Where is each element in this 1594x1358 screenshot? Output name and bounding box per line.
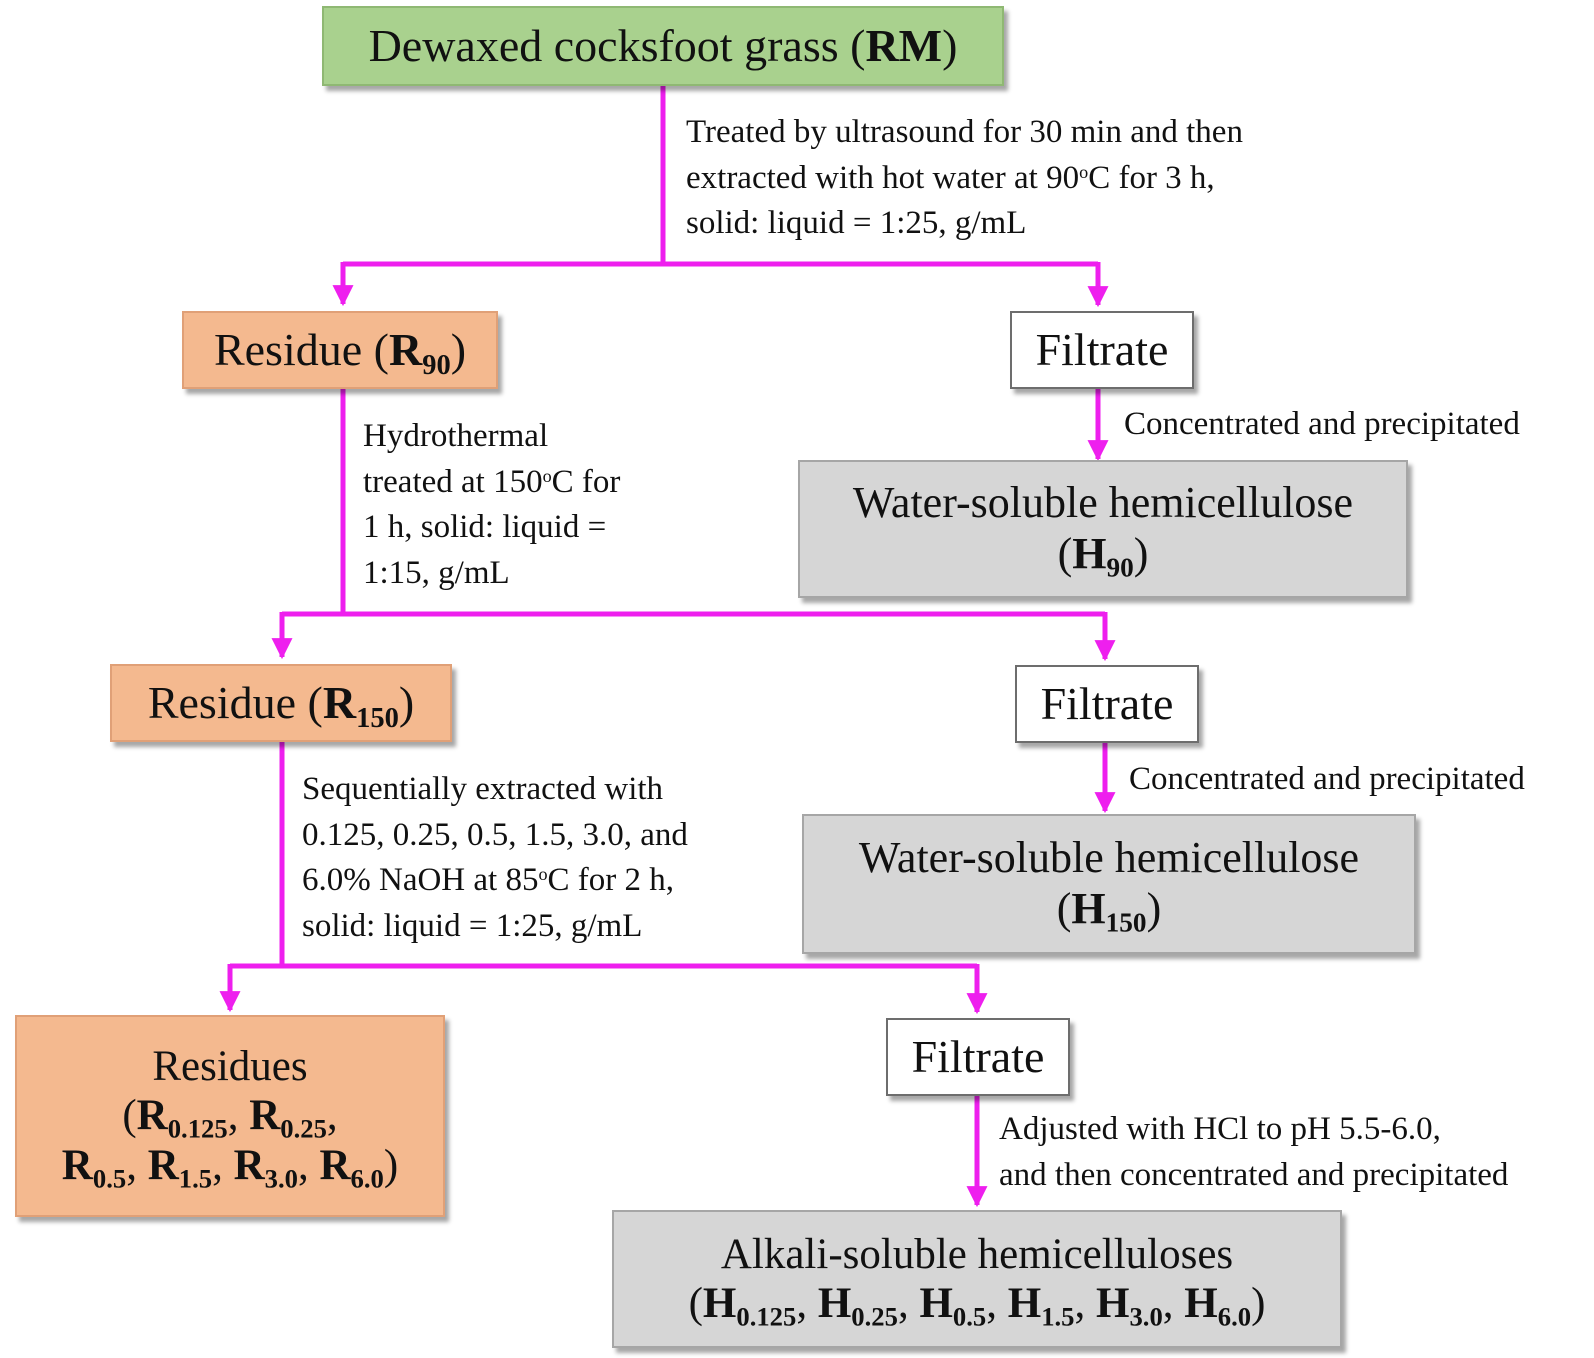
node-codes: (H0.125, H0.25, H0.5, H1.5, H3.0, H6.0) [688,1280,1266,1332]
raw-material-node: Dewaxed cocksfoot grass (RM) [322,6,1004,86]
node-label: Water-soluble hemicellulose [858,833,1360,883]
residue-r150-node: Residue (R150) [110,664,452,742]
residue-codes-line2: R0.5, R1.5, R3.0, R6.0) [61,1141,399,1194]
step-hydrothermal: Hydrothermal treated at 150oC for 1 h, s… [363,418,621,591]
step-hot-water-extraction: Treated by ultrasound for 30 min and the… [686,114,1243,242]
node-label: Filtrate [1040,677,1174,729]
node-label: Water-soluble hemicellulose [852,478,1354,528]
residue-codes-line1: (R0.125, R0.25, [122,1092,338,1144]
node-label: Filtrate [911,1030,1045,1082]
sample-code: R [388,323,423,375]
filtrate-alkali-node: Filtrate [886,1018,1070,1096]
step-acidify-concentrate: Adjusted with HCl to pH 5.5-6.0, and the… [999,1111,1509,1193]
filtrate-90-node: Filtrate [1010,311,1194,389]
hemicellulose-h150-node: Water-soluble hemicellulose (H150) [802,814,1416,954]
residues-alkali-node: Residues (R0.125, R0.25, R0.5, R1.5, R3.… [15,1015,445,1217]
step-alkali-extraction: Sequentially extracted with 0.125, 0.25,… [302,771,688,944]
node-label: Filtrate [1035,323,1169,375]
filtrate-150-node: Filtrate [1015,665,1199,743]
alkali-hemicelluloses-node: Alkali-soluble hemicelluloses (H0.125, H… [612,1210,1342,1348]
node-label: Residues [152,1042,308,1090]
hemicellulose-h90-node: Water-soluble hemicellulose (H90) [798,460,1408,598]
residue-r90-node: Residue (R90) [182,311,498,389]
sample-code: RM [865,19,943,71]
node-code: (H150) [1056,884,1162,938]
step-concentrate-1: Concentrated and precipitated [1124,406,1520,442]
node-code: (H90) [1057,529,1149,583]
node-label: Residue (R150) [147,676,415,734]
node-label: Dewaxed cocksfoot grass (RM) [368,19,958,71]
step-concentrate-2: Concentrated and precipitated [1129,761,1525,797]
node-label: Residue (R90) [213,323,467,381]
sample-code: R [322,676,357,728]
node-label: Alkali-soluble hemicelluloses [720,1230,1234,1278]
